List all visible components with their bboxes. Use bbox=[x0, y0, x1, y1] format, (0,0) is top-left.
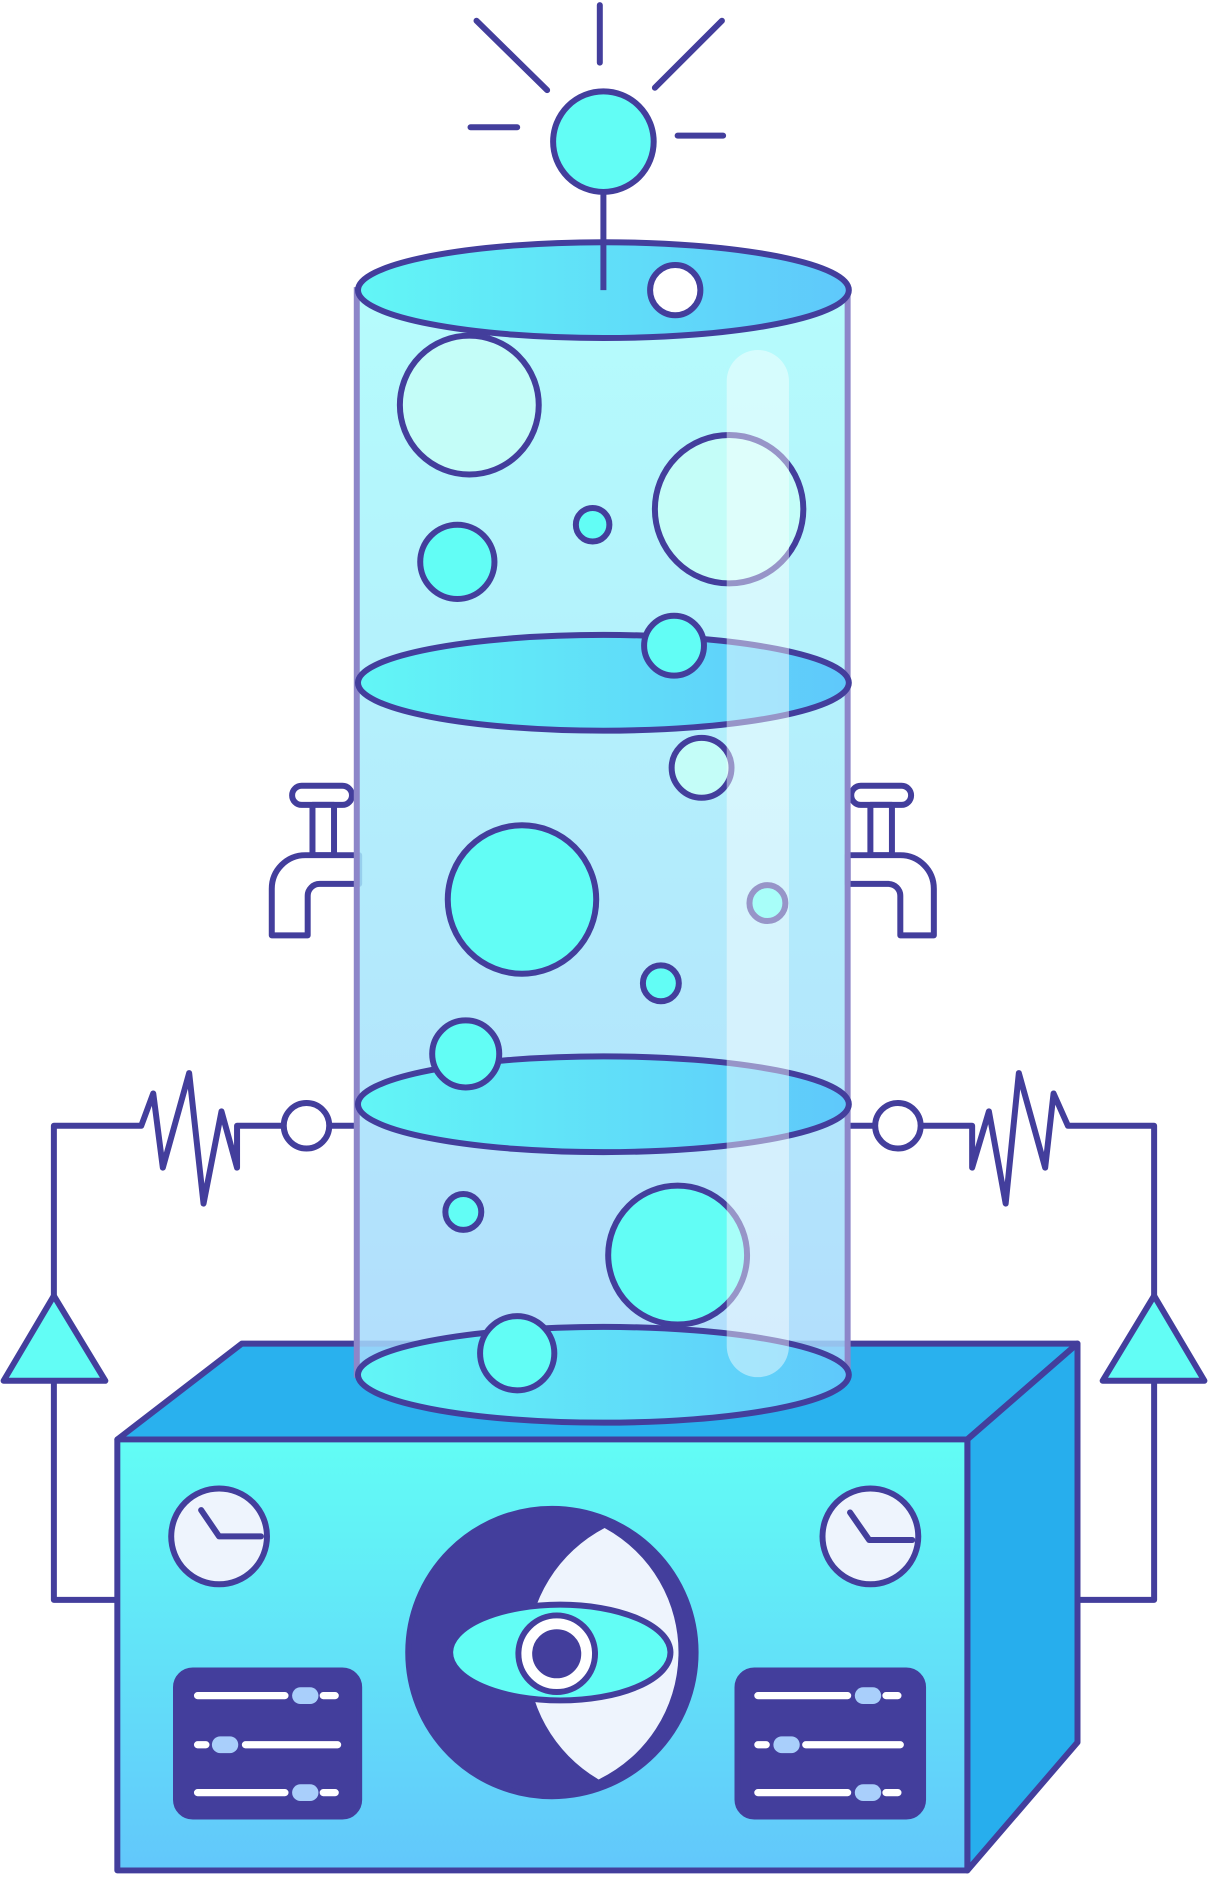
eye-emblem bbox=[405, 1505, 699, 1800]
bubble bbox=[477, 1313, 558, 1394]
bubble bbox=[641, 612, 707, 679]
bubble bbox=[572, 505, 613, 545]
box-side bbox=[964, 1340, 1081, 1874]
bubble bbox=[746, 882, 789, 925]
bubble bbox=[605, 1182, 751, 1328]
cylinder-disc bbox=[354, 631, 852, 734]
lamp-bulb bbox=[550, 88, 657, 195]
left-wire-node bbox=[280, 1100, 333, 1152]
left-triangle-indicator bbox=[0, 1292, 109, 1384]
right-control-panel[interactable] bbox=[734, 1667, 927, 1820]
right-circuit-wire bbox=[844, 1070, 1158, 1603]
glass-cylinder bbox=[353, 239, 852, 1426]
bubble bbox=[651, 431, 807, 587]
bubble bbox=[396, 332, 542, 478]
left-gauge[interactable] bbox=[168, 1485, 270, 1588]
bubble bbox=[429, 1017, 503, 1091]
bubble bbox=[444, 822, 600, 977]
bubble bbox=[668, 734, 735, 801]
right-faucet[interactable] bbox=[844, 782, 937, 939]
right-gauge[interactable] bbox=[819, 1485, 922, 1588]
right-triangle-indicator bbox=[1099, 1292, 1208, 1384]
left-faucet[interactable] bbox=[268, 782, 363, 939]
bubble bbox=[647, 261, 704, 319]
lamp-rays bbox=[467, 2, 727, 139]
left-control-panel[interactable] bbox=[172, 1667, 363, 1820]
glass-highlight bbox=[726, 349, 789, 1378]
bubble bbox=[417, 521, 498, 602]
bubble bbox=[639, 962, 682, 1005]
right-wire-node bbox=[872, 1100, 924, 1152]
left-circuit-wire bbox=[50, 1070, 360, 1603]
bubble bbox=[442, 1191, 485, 1233]
